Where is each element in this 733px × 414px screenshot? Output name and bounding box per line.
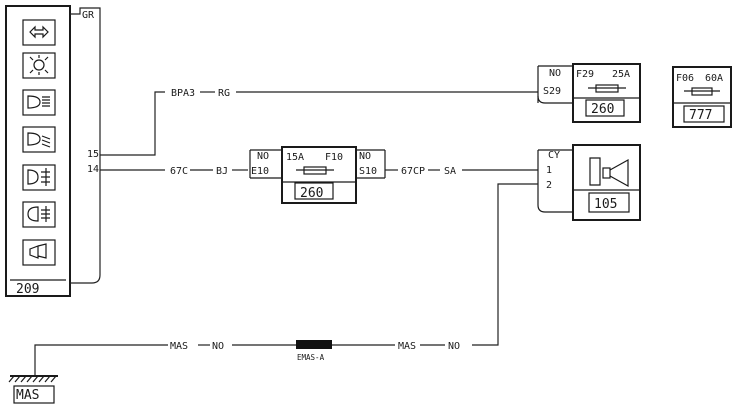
fuse-f10-right-pin: S10: [359, 166, 377, 177]
fuse-f10-rating: 15A: [286, 152, 304, 163]
splice-label: EMAS-A: [297, 353, 325, 362]
fuse-f29-box: 260: [591, 102, 614, 117]
splice-emas-a: [296, 340, 332, 349]
horn-color: CY: [548, 150, 560, 161]
fuse-f29-pin: S29: [543, 86, 561, 97]
fuse-f06-rating: 60A: [705, 73, 723, 84]
front-fog-icon: [22, 164, 56, 191]
fuse-f06-box: 777: [689, 108, 712, 123]
fuse-f10-left-color: NO: [257, 151, 269, 162]
sidelight-icon: [22, 52, 56, 79]
horn-code: 105: [594, 197, 617, 212]
wire-ground-left: [34, 344, 168, 375]
fuse-f06: F06 60A 777: [672, 66, 732, 128]
horn-pin-2: 2: [546, 180, 552, 191]
switch-panel: 209: [5, 5, 71, 297]
wire-67c-color: BJ: [216, 166, 228, 177]
main-beam-icon: [22, 89, 56, 116]
fuse-f10-box: 260: [300, 186, 323, 201]
wire-bpa3: [100, 91, 165, 156]
pin-15-label: 15: [87, 149, 99, 160]
pin-14-label: 14: [87, 164, 99, 175]
rear-fog-icon: [22, 201, 56, 228]
fuse-f10-right-color: NO: [359, 151, 371, 162]
wire-ground-color-left: NO: [212, 341, 224, 352]
wire-bpa3-code: BPA3: [171, 88, 195, 99]
wire-ground-color-right: NO: [448, 341, 460, 352]
wire-bpa3-color: RG: [218, 88, 230, 99]
horn-symbol-icon: [589, 157, 629, 188]
fuse-f10-name: F10: [325, 152, 343, 163]
fuse-f29: NO S29 F29 25A 260: [537, 63, 641, 123]
wire-ground-code-left: MAS: [170, 341, 188, 352]
dipped-beam-icon: [22, 126, 56, 153]
horn-pin-1: 1: [546, 165, 552, 176]
wire-67c-code: 67C: [170, 166, 188, 177]
gr-wire-label: GR: [82, 10, 95, 21]
wire-67cp-color: SA: [444, 166, 456, 177]
wire-ground-right: [472, 183, 538, 346]
ground-label: MAS: [16, 388, 39, 403]
gr-wire: [70, 7, 101, 284]
ground-symbol-icon: MAS: [8, 375, 58, 404]
fuse-f29-name: F29: [576, 69, 594, 80]
fuse-f10-left-pin: E10: [251, 166, 269, 177]
switch-panel-code: 209: [16, 282, 39, 297]
fuse-f06-name: F06: [676, 73, 694, 84]
horn-unit: CY 1 2 105: [537, 144, 641, 221]
wire-67cp-code: 67CP: [401, 166, 425, 177]
horn-icon: [22, 239, 56, 266]
hazard-arrows-icon: [22, 19, 56, 46]
fuse-f29-rating: 25A: [612, 69, 630, 80]
wire-ground-code-right: MAS: [398, 341, 416, 352]
fuse-f29-color: NO: [549, 68, 561, 79]
fuse-f10: NO E10 15A F10 260 NO S10: [249, 146, 386, 204]
